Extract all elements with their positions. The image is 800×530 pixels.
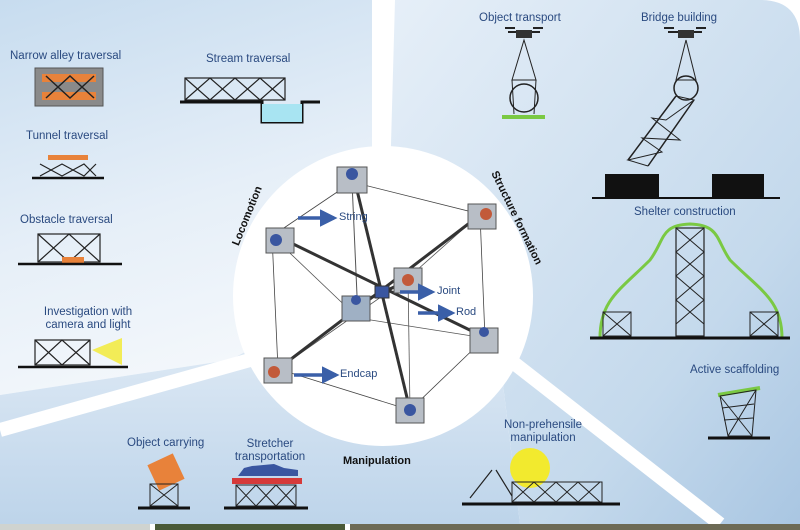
label-object-transport: Object transport bbox=[479, 12, 561, 24]
label-string: String bbox=[339, 211, 368, 223]
label-obstacle-traversal: Obstacle traversal bbox=[20, 214, 113, 226]
label-investigation-line1: Investigation with bbox=[43, 306, 133, 318]
label-narrow-alley-traversal: Narrow alley traversal bbox=[10, 50, 122, 62]
label-nonprehensile-line2: manipulation bbox=[510, 432, 576, 444]
bridge-building-scene bbox=[592, 27, 780, 199]
label-investigation-line2: camera and light bbox=[45, 319, 131, 331]
obstacle-scene bbox=[18, 233, 122, 266]
label-endcap: Endcap bbox=[340, 368, 378, 380]
object-carrying-scene bbox=[138, 453, 190, 510]
label-active-scaffolding: Active scaffolding bbox=[690, 364, 780, 376]
label-nonprehensile-line1: Non-prehensile bbox=[504, 419, 582, 431]
endcaps bbox=[263, 166, 499, 424]
stretcher-scene bbox=[224, 464, 308, 510]
stream-scene bbox=[180, 77, 320, 124]
shelter-scene bbox=[590, 222, 790, 340]
part-arrows bbox=[294, 209, 456, 384]
label-bridge-building: Bridge building bbox=[641, 12, 718, 24]
label-stretcher-line2: transportation bbox=[234, 451, 306, 463]
label-object-carrying: Object carrying bbox=[127, 437, 205, 449]
label-rod: Rod bbox=[456, 306, 477, 318]
label-tunnel-traversal: Tunnel traversal bbox=[26, 130, 109, 142]
photo-strip bbox=[0, 524, 800, 530]
investigation-scene bbox=[18, 338, 128, 369]
label-stretcher-line1: Stretcher bbox=[246, 438, 294, 450]
label-stream-traversal: Stream traversal bbox=[206, 53, 291, 65]
tunnel-scene bbox=[32, 155, 104, 180]
label-shelter-construction: Shelter construction bbox=[634, 206, 736, 218]
label-joint: Joint bbox=[437, 285, 461, 297]
category-manipulation: Manipulation bbox=[343, 455, 411, 467]
nonprehensile-scene bbox=[462, 448, 620, 506]
scaffolding-scene bbox=[708, 386, 770, 440]
narrow-alley-scene bbox=[34, 67, 104, 107]
object-transport-scene bbox=[502, 27, 545, 119]
